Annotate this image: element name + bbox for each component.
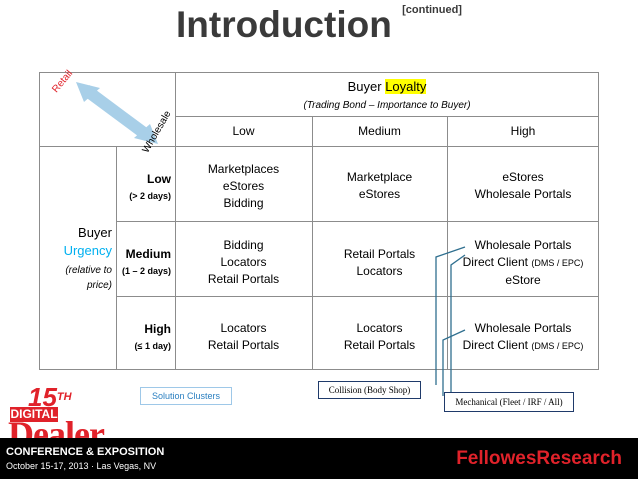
cell-low-high: eStores Wholesale Portals [447, 169, 599, 203]
mechanical-tag: Mechanical (Fleet / IRF / All) [444, 392, 574, 412]
loyalty-subtitle: (Trading Bond – Importance to Buyer) [303, 100, 471, 111]
col-header-high: High [510, 124, 536, 138]
logo-number: 15TH [28, 384, 72, 410]
col-divider-side [116, 146, 117, 370]
row-sub-low: (> 2 days) [129, 191, 171, 201]
side-label-price: price) [86, 280, 112, 291]
cell-item: Direct Client [462, 338, 528, 352]
row-label-high: High [144, 322, 171, 336]
cell-item: Retail Portals [207, 272, 280, 286]
logo-sub: CONFERENCE & EXPOSITION [6, 446, 165, 458]
side-label-buyer: Buyer [78, 225, 112, 240]
retail-wholesale-arrow-icon [76, 82, 158, 144]
cell-item: eStore [505, 273, 541, 287]
cell-item: Retail Portals [207, 338, 280, 352]
row-label-medium: Medium [125, 247, 171, 261]
logo-digital: DIGITAL [10, 407, 58, 422]
row-sub-high: (≤ 1 day) [134, 341, 171, 351]
cell-item: Locators [356, 321, 403, 335]
cell-item: eStores [222, 179, 265, 193]
dms-note: (DMS / EPC) [531, 341, 584, 351]
cell-item: Wholesale Portals [474, 187, 572, 201]
loyalty-title-b: Loyalty [385, 79, 427, 94]
cell-item-dms: Direct Client (DMS / EPC) [447, 337, 599, 355]
cell-item: Direct Client [462, 255, 528, 269]
dms-note: (DMS / EPC) [531, 258, 584, 268]
row-sub-medium: (1 – 2 days) [121, 266, 171, 276]
cell-item: Bidding [223, 196, 264, 210]
cell-high-medium: Locators Retail Portals [312, 320, 447, 354]
cell-item: Locators [220, 255, 267, 269]
cell-medium-low: Bidding Locators Retail Portals [175, 237, 312, 288]
col-divider-0 [175, 72, 176, 370]
cell-item: Retail Portals [343, 247, 416, 261]
cell-medium-high: Wholesale Portals Direct Client (DMS / E… [447, 237, 599, 289]
col-header-medium: Medium [358, 124, 401, 138]
cell-medium-medium: Retail Portals Locators [312, 246, 447, 280]
connector-mechanical-b [450, 254, 466, 396]
row-divider-2 [116, 296, 599, 297]
loyalty-title-a: Buyer [347, 79, 382, 94]
cell-low-medium: Marketplace eStores [312, 169, 447, 203]
side-label-relative: (relative to [65, 265, 112, 276]
col-header-low: Low [232, 124, 255, 138]
row-divider-1 [116, 221, 599, 222]
cell-high-low: Locators Retail Portals [175, 320, 312, 354]
buyer-loyalty-header: Buyer Loyalty [175, 78, 599, 95]
cell-item: Locators [356, 264, 403, 278]
cell-item: Wholesale Portals [474, 238, 572, 252]
cell-item: eStores [358, 187, 401, 201]
brand-name: FellowesResearch [456, 448, 622, 469]
cell-low-low: Marketplaces eStores Bidding [175, 161, 312, 212]
cell-item: Wholesale Portals [474, 321, 572, 335]
cell-item: eStores [502, 170, 544, 184]
logo-number-text: 15 [28, 382, 57, 412]
cell-high-high: Wholesale Portals Direct Client (DMS / E… [447, 320, 599, 355]
logo-date: October 15-17, 2013 · Las Vegas, NV [6, 461, 157, 471]
header-divider [175, 116, 599, 117]
title-text: Introduction [176, 4, 392, 45]
cell-item: Locators [220, 321, 267, 335]
title-suffix: [continued] [402, 4, 462, 16]
connector-mechanical-a [442, 329, 466, 396]
col-divider-1 [312, 116, 313, 370]
footer-bar [0, 438, 638, 479]
solution-clusters-tag: Solution Clusters [140, 387, 232, 405]
collision-tag: Collision (Body Shop) [318, 381, 421, 399]
cell-item: Marketplace [346, 170, 413, 184]
connector-collision [435, 246, 466, 385]
cell-item: Retail Portals [343, 338, 416, 352]
row-label-low: Low [147, 172, 171, 186]
side-label-urgency: Urgency [40, 242, 112, 259]
row-divider-header [39, 146, 599, 147]
side-label-urgency-text: Urgency [63, 243, 112, 258]
page-title: Introduction [continued] [0, 4, 638, 46]
cell-item: Marketplaces [207, 162, 280, 176]
cell-item-dms: Direct Client (DMS / EPC) [447, 254, 599, 272]
col-divider-2 [447, 116, 448, 370]
logo-number-suffix: TH [56, 391, 72, 403]
cell-item: Bidding [223, 238, 264, 252]
